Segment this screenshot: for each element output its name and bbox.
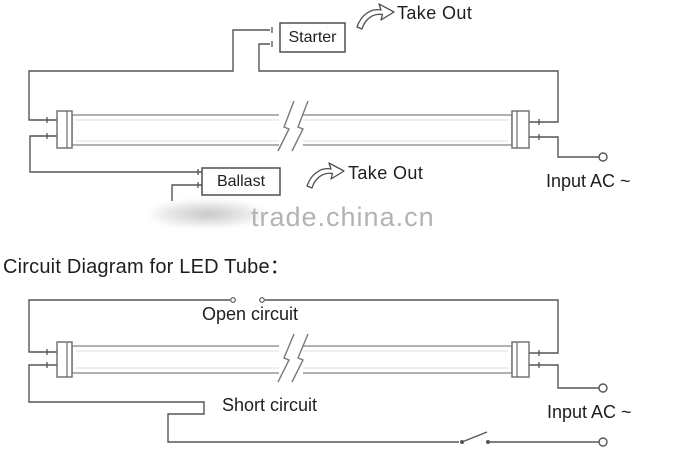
ac-terminal-bottom-2 xyxy=(598,437,608,447)
switch-contact-right xyxy=(486,440,490,444)
take-out-label-ballast: Take Out xyxy=(348,163,424,183)
tube-right-endcap xyxy=(511,341,530,378)
watermark-text: trade.china.cn xyxy=(251,202,435,232)
wire-open-right xyxy=(265,299,559,354)
page-title: Circuit Diagram for LED Tube： xyxy=(3,256,291,278)
open-circuit-label: Open circuit xyxy=(202,304,299,324)
watermark-shadow xyxy=(148,200,266,228)
tube-right-endcap xyxy=(511,110,530,149)
wire-rightpin-to-ac-bottom xyxy=(529,364,599,389)
short-circuit-label: Short circuit xyxy=(222,395,318,415)
fluorescent-tube xyxy=(56,100,530,152)
wire-starter-to-right-pin xyxy=(258,43,559,123)
input-ac-label-bottom: Input AC ~ xyxy=(547,402,632,422)
input-ac-label-top: Input AC ~ xyxy=(546,171,631,191)
tube-break-zigzag xyxy=(277,100,295,152)
pin-ticks-top xyxy=(46,27,540,188)
ballast-box xyxy=(201,167,281,196)
open-circuit-dot-right xyxy=(259,297,265,303)
wire-short-circuit-path xyxy=(28,364,459,443)
tube-break-zigzag xyxy=(277,333,295,383)
take-out-arrow-ballast-icon xyxy=(306,162,345,189)
wire-ballast-cut-stub xyxy=(171,184,202,201)
switch-blade xyxy=(461,431,488,443)
wire-rightpin-to-ac xyxy=(529,136,599,158)
tube-left-endcap xyxy=(56,341,73,378)
starter-box xyxy=(279,22,346,53)
ballast-label: Ballast xyxy=(216,172,266,190)
switch-contact-left xyxy=(460,440,464,444)
wire-starter-to-left-pin xyxy=(28,29,270,121)
fluorescent-wiring xyxy=(28,29,599,201)
starter-label: Starter xyxy=(288,28,337,46)
take-out-arrows xyxy=(306,3,395,189)
led-tube xyxy=(56,333,530,383)
take-out-arrow-starter-icon xyxy=(356,3,395,30)
tube-left-endcap xyxy=(56,110,73,149)
led-wiring xyxy=(28,299,599,443)
take-out-label-starter: Take Out xyxy=(397,3,473,23)
pin-ticks-bottom xyxy=(46,349,540,368)
tube-break-zigzag xyxy=(291,333,309,383)
tube-break-zigzag xyxy=(291,100,309,152)
wire-leftpin-to-ballast xyxy=(29,135,202,173)
wire-open-left xyxy=(28,299,230,353)
ac-terminal-bottom-1 xyxy=(598,383,608,393)
ac-terminal-top xyxy=(598,152,608,162)
open-circuit-dot-left xyxy=(230,297,236,303)
tube-break-mask xyxy=(279,108,303,152)
